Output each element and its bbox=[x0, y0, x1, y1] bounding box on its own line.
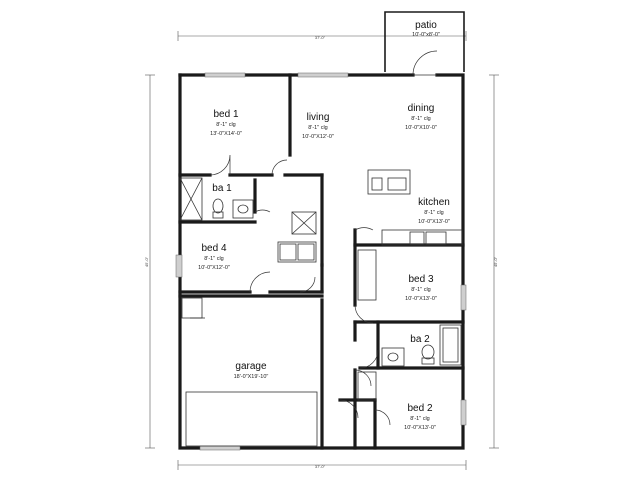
patio-outline bbox=[384, 11, 465, 72]
room-size: 10'-0"X10'-0" bbox=[405, 125, 437, 131]
room-size: 10'-0"X12'-0" bbox=[302, 134, 334, 140]
fixtures bbox=[179, 169, 463, 447]
room-ceiling: 8'-1" clg bbox=[410, 416, 430, 422]
room-size: 18'-0"X19'-10" bbox=[234, 374, 269, 380]
room-bed-4: bed 4 8'-1" clg 10'-0"X12'-0" bbox=[198, 243, 230, 271]
room-patio: patio 10'-0"x8'-0" bbox=[412, 20, 440, 38]
left-depth-dimension: 45'-0" bbox=[144, 256, 149, 267]
room-name: ba 2 bbox=[410, 334, 430, 345]
top-width-dimension: 37'-0" bbox=[315, 35, 326, 40]
room-living: living 8'-1" clg 10'-0"X12'-0" bbox=[302, 112, 334, 140]
room-bed-1: bed 1 8'-1" clg 13'-0"X14'-0" bbox=[210, 109, 242, 137]
room-garage: garage 18'-0"X19'-10" bbox=[234, 361, 269, 380]
room-size: 10'-0"X13'-0" bbox=[418, 219, 450, 225]
room-name: bed 4 bbox=[201, 243, 226, 254]
room-name: bed 1 bbox=[213, 109, 238, 120]
doors bbox=[209, 50, 438, 426]
room-ceiling: 8'-1" clg bbox=[204, 256, 224, 262]
room-name: living bbox=[307, 112, 330, 123]
room-ceiling: 8'-1" clg bbox=[411, 287, 431, 293]
right-depth-dimension: 45'-0" bbox=[493, 256, 498, 267]
room-dining: dining 8'-1" clg 10'-0"X10'-0" bbox=[405, 103, 437, 131]
room-ba-1: ba 1 bbox=[212, 183, 232, 194]
room-name: ba 1 bbox=[212, 183, 232, 194]
room-ceiling: 8'-1" clg bbox=[216, 122, 236, 128]
room-name: bed 2 bbox=[407, 403, 432, 414]
room-size: 10'-0"X12'-0" bbox=[198, 265, 230, 271]
room-name: patio bbox=[415, 20, 437, 31]
room-bed-3: bed 3 8'-1" clg 10'-0"X13'-0" bbox=[405, 274, 437, 302]
room-size: 13'-0"X14'-0" bbox=[210, 131, 242, 137]
room-name: garage bbox=[235, 361, 267, 372]
room-name: dining bbox=[408, 103, 435, 114]
room-ceiling: 8'-1" clg bbox=[424, 210, 444, 216]
room-name: kitchen bbox=[418, 197, 450, 208]
bottom-width-dimension: 37'-0" bbox=[315, 464, 326, 469]
room-ceiling: 8'-1" clg bbox=[411, 116, 431, 122]
room-ceiling: 8'-1" clg bbox=[308, 125, 328, 131]
room-size: 10'-0"X13'-0" bbox=[404, 425, 436, 431]
dimension-lines bbox=[145, 31, 499, 470]
room-size: 10'-0"X13'-0" bbox=[405, 296, 437, 302]
room-kitchen: kitchen 8'-1" clg 10'-0"X13'-0" bbox=[418, 197, 450, 225]
room-name: bed 3 bbox=[408, 274, 433, 285]
room-ba-2: ba 2 bbox=[410, 334, 430, 345]
room-size: 10'-0"x8'-0" bbox=[412, 32, 440, 38]
room-bed-2: bed 2 8'-1" clg 10'-0"X13'-0" bbox=[404, 403, 436, 431]
